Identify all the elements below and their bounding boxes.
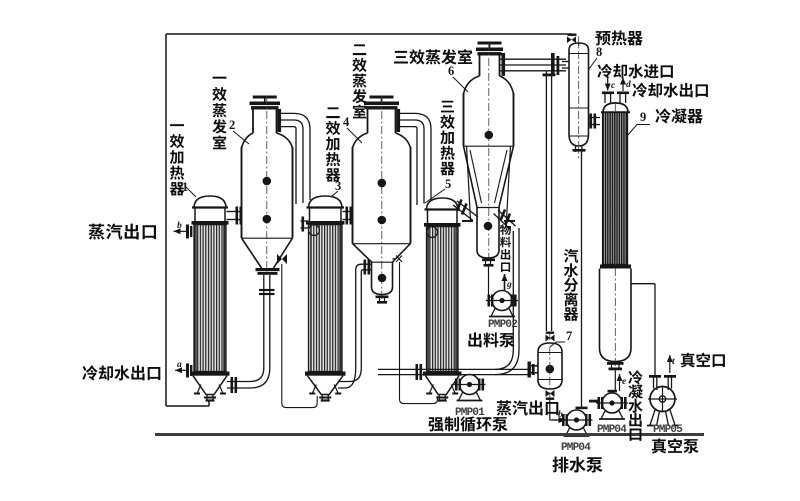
svg-text:9: 9: [640, 110, 646, 124]
svg-text:7: 7: [566, 329, 572, 343]
svg-text:3: 3: [335, 179, 341, 193]
svg-text:g: g: [506, 280, 512, 290]
svg-text:6: 6: [448, 64, 454, 78]
svg-text:2: 2: [229, 118, 235, 132]
svg-text:PMP01: PMP01: [455, 407, 485, 419]
svg-text:5: 5: [445, 177, 451, 191]
svg-text:PMP02: PMP02: [488, 319, 517, 331]
svg-text:8: 8: [596, 45, 602, 59]
svg-text:PMP05: PMP05: [653, 424, 683, 436]
svg-text:d: d: [626, 80, 631, 90]
svg-text:b: b: [558, 410, 563, 420]
svg-text:e: e: [622, 377, 627, 387]
svg-text:4: 4: [343, 115, 350, 129]
svg-text:PMP04: PMP04: [561, 442, 591, 454]
svg-text:a: a: [177, 360, 182, 370]
svg-text:c: c: [611, 81, 616, 91]
svg-text:1: 1: [182, 180, 188, 194]
svg-text:PMP04: PMP04: [597, 424, 627, 436]
svg-text:t: t: [672, 357, 675, 367]
svg-text:b: b: [177, 221, 182, 231]
